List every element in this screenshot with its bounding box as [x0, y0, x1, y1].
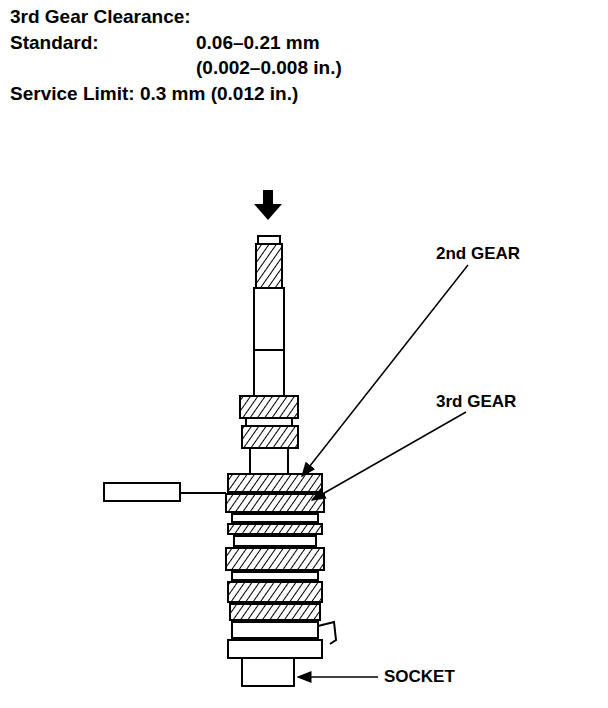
- gear-stack: [226, 474, 336, 686]
- spec-value: 0.06–0.21 mm: [196, 32, 320, 54]
- leader-lines: [298, 265, 468, 677]
- spec-value: (0.002–0.008 in.): [196, 57, 342, 79]
- spec-heading: 3rd Gear Clearance:: [10, 6, 191, 28]
- spec-limit: Service Limit: 0.3 mm (0.012 in.): [10, 83, 298, 105]
- part-name: SOCKET: [384, 667, 455, 687]
- press-arrow: [254, 190, 282, 220]
- feeler-gauge: [104, 483, 226, 501]
- part-name: 3rd GEAR: [436, 392, 516, 412]
- spec-label: Standard:: [10, 32, 99, 54]
- part-name: 2nd GEAR: [436, 244, 520, 264]
- mainshaft: [240, 236, 298, 474]
